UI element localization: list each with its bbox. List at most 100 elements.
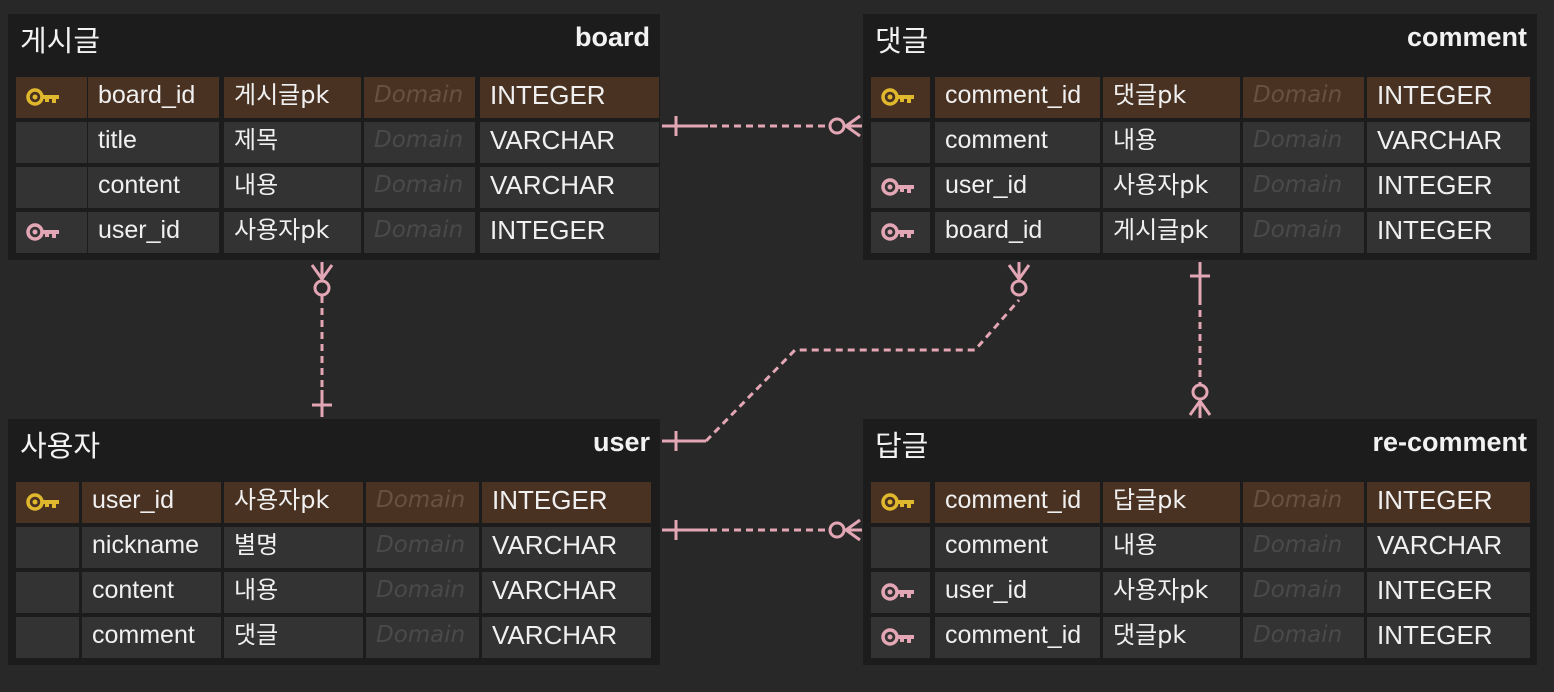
column-name: comment_id xyxy=(935,77,1100,118)
column-domain: Domain xyxy=(1243,527,1364,568)
key-cell xyxy=(16,572,79,613)
column-name: user_id xyxy=(935,167,1100,208)
column-type: VARCHAR xyxy=(482,617,651,658)
column-type: INTEGER xyxy=(1367,167,1530,208)
column-type: VARCHAR xyxy=(1367,122,1530,163)
key-cell xyxy=(16,122,87,163)
column-type: INTEGER xyxy=(480,212,659,253)
column-name: content xyxy=(88,167,219,208)
column-domain: Domain xyxy=(1243,77,1364,118)
column-logical-name: 댓글pk xyxy=(1103,617,1240,658)
column-logical-name: 별명 xyxy=(224,527,363,568)
entity-physical-name: user xyxy=(592,427,650,457)
entity-header: 사용자 user xyxy=(8,419,660,481)
column-name: content xyxy=(82,572,221,613)
column-domain: Domain xyxy=(1243,122,1364,163)
entity-logical-name: 댓글 xyxy=(875,24,929,58)
column-type: INTEGER xyxy=(482,482,651,523)
key-cell xyxy=(16,77,87,118)
column-domain: Domain xyxy=(1243,572,1364,613)
column-logical-name: 제목 xyxy=(224,122,361,163)
entity-logical-name: 게시글 xyxy=(20,24,101,58)
column-name: comment_id xyxy=(935,617,1100,658)
column-logical-name: 내용 xyxy=(224,167,361,208)
column-type: INTEGER xyxy=(1367,572,1530,613)
column-name: user_id xyxy=(88,212,219,253)
key-cell xyxy=(871,572,930,613)
column-logical-name: 사용자pk xyxy=(224,212,361,253)
column-logical-name: 게시글pk xyxy=(224,77,361,118)
column-logical-name: 댓글pk xyxy=(1103,77,1240,118)
relationship-board-comment xyxy=(662,114,862,138)
column-logical-name: 내용 xyxy=(1103,122,1240,163)
relationship-user-board xyxy=(310,262,334,417)
column-logical-name: 답글pk xyxy=(1103,482,1240,523)
column-type: INTEGER xyxy=(1367,212,1530,253)
column-domain: Domain xyxy=(1243,167,1364,208)
column-name: board_id xyxy=(935,212,1100,253)
relationship-comment-recomment xyxy=(1188,262,1212,418)
column-domain: Domain xyxy=(364,122,475,163)
column-name: comment xyxy=(935,527,1100,568)
column-type: INTEGER xyxy=(1367,77,1530,118)
key-cell xyxy=(871,77,930,118)
key-cell xyxy=(871,212,930,253)
column-name: title xyxy=(88,122,219,163)
column-name: user_id xyxy=(82,482,221,523)
column-name: user_id xyxy=(935,572,1100,613)
column-domain: Domain xyxy=(364,167,475,208)
key-cell xyxy=(16,527,79,568)
column-type: VARCHAR xyxy=(482,527,651,568)
key-cell xyxy=(871,617,930,658)
key-cell xyxy=(16,212,87,253)
key-cell xyxy=(871,482,930,523)
relationship-user-recomment xyxy=(662,518,862,542)
key-cell xyxy=(16,482,79,523)
entity-header: 게시글 board xyxy=(8,14,660,76)
column-domain: Domain xyxy=(364,77,475,118)
entity-header: 댓글 comment xyxy=(863,14,1537,76)
entity-physical-name: comment xyxy=(1406,22,1527,52)
column-domain: Domain xyxy=(366,527,479,568)
column-type: VARCHAR xyxy=(1367,527,1530,568)
column-type: VARCHAR xyxy=(480,167,659,208)
key-cell xyxy=(16,167,87,208)
column-name: comment_id xyxy=(935,482,1100,523)
column-logical-name: 내용 xyxy=(1103,527,1240,568)
column-logical-name: 게시글pk xyxy=(1103,212,1240,253)
column-domain: Domain xyxy=(364,212,475,253)
column-name: nickname xyxy=(82,527,221,568)
column-domain: Domain xyxy=(366,482,479,523)
column-name: board_id xyxy=(88,77,219,118)
key-cell xyxy=(871,122,930,163)
entity-physical-name: re-comment xyxy=(1372,427,1527,457)
column-logical-name: 사용자pk xyxy=(1103,167,1240,208)
column-logical-name: 사용자pk xyxy=(1103,572,1240,613)
column-domain: Domain xyxy=(1243,482,1364,523)
column-logical-name: 사용자pk xyxy=(224,482,363,523)
column-domain: Domain xyxy=(366,572,479,613)
column-logical-name: 댓글 xyxy=(224,617,363,658)
entity-logical-name: 사용자 xyxy=(20,429,101,463)
column-type: INTEGER xyxy=(1367,617,1530,658)
